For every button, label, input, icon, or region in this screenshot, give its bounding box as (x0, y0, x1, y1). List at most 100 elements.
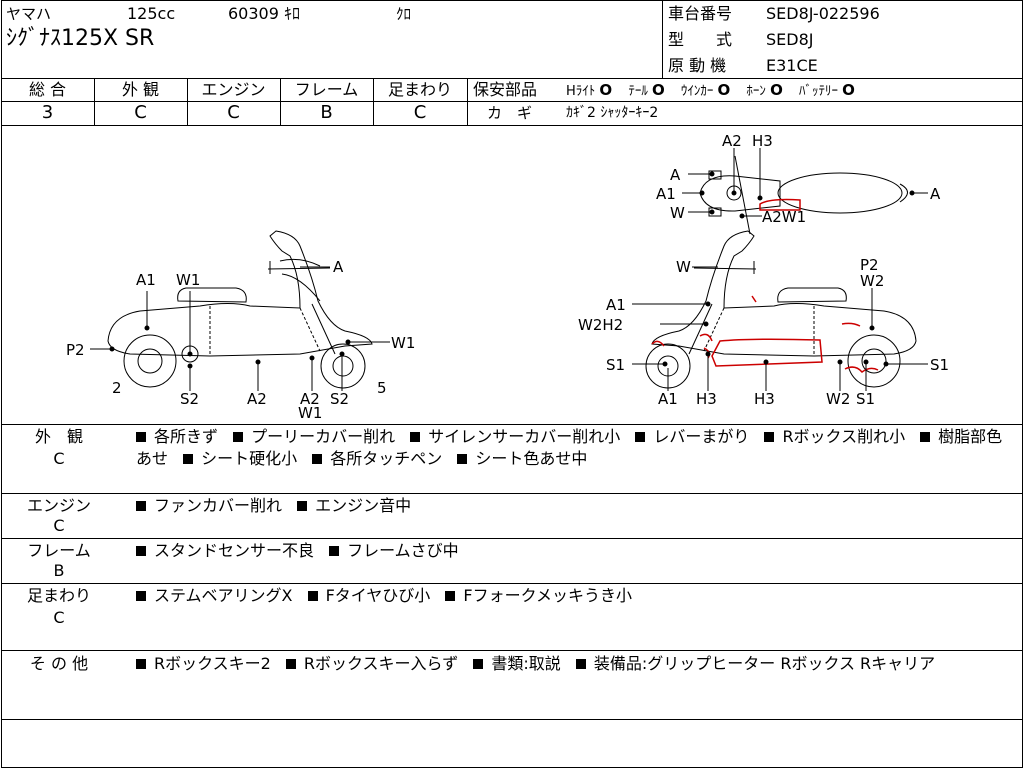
top-label-a2w1: A2W1 (762, 208, 806, 226)
right-label-p2: P2 (860, 256, 879, 274)
right-label-h3: H3 (696, 390, 717, 408)
winker-ok-mark: O (717, 81, 731, 99)
grade-suspension-value: C (413, 102, 427, 123)
grade-col-divider-2 (187, 78, 188, 125)
right-label-s1: S1 (606, 356, 625, 374)
left-side-scooter (107, 230, 373, 389)
top-label-w: W (670, 204, 685, 222)
right-label-w2-bottom: W2 (826, 390, 850, 408)
other-item: 装備品:グリップヒーター Rボックス Rキャリア (575, 654, 935, 673)
right-label-a1: A1 (606, 296, 626, 314)
top-view-damage (759, 198, 801, 211)
model-code-label: 型 式 (668, 30, 733, 49)
frame-item: スタンドセンサー不良 (136, 541, 314, 560)
grade-frame-label: フレーム (294, 80, 359, 99)
grade-top-line (1, 78, 1022, 79)
section-suspension-label: 足まわり (26, 586, 91, 605)
top-label-a2: A2 (722, 132, 742, 150)
grade-engine-label: エンジン (201, 80, 266, 99)
section-frame-grade: B (53, 561, 65, 580)
battery-ok-mark: O (842, 81, 855, 99)
top-label-a: A (670, 166, 681, 184)
grade-exterior-label: 外 観 (121, 80, 160, 99)
safety-item-tail: ﾃｰﾙ O (628, 81, 665, 99)
engine-item: エンジン音中 (297, 496, 411, 515)
suspension-item: Fフォークメッキうき小 (445, 586, 632, 605)
right-label-w: W (676, 258, 691, 276)
safety-label: 保安部品 (473, 80, 538, 99)
scooter-diagram: A A1 W1 P2 W1 2 S2 A2 A2 W1 S2 5 A2 H3 A… (66, 132, 949, 422)
exterior-item: 樹脂部色あせ (136, 427, 1003, 468)
color: ｸﾛ (396, 5, 412, 23)
frame-no-label: 車台番号 (668, 4, 733, 23)
left-label-w1-bottom: W1 (298, 404, 322, 422)
section-exterior-grade: C (53, 449, 65, 468)
right-label-w2: W2 (860, 272, 884, 290)
exterior-item: 各所きず (136, 427, 218, 446)
left-label-w1-front: W1 (391, 334, 415, 352)
exterior-item: サイレンサーカバー削れ小 (410, 427, 620, 446)
right-side-labels: W P2 W2 A1 W2H2 S1 S1 A1 H3 H3 W2 S1 (578, 256, 949, 408)
suspension-item: ステムベアリングX (136, 586, 292, 605)
grade-total-label: 総 合 (28, 80, 67, 99)
left-label-2: 2 (112, 379, 122, 397)
exterior-item: シート色あせ中 (457, 449, 587, 468)
section-engine-label: エンジン (26, 496, 91, 515)
right-label-h3-center: H3 (754, 390, 775, 408)
section-suspension-items: ステムベアリングX Fタイヤひび小 Fフォークメッキうき小 (136, 585, 1016, 607)
safety-mid-line (467, 101, 1022, 102)
engine-code: E31CE (766, 56, 818, 75)
grade-mid-line (1, 101, 467, 102)
other-item: Rボックスキー入らず (285, 654, 458, 673)
header-divider (662, 0, 663, 78)
safety-item-headlight: Hﾗｲﾄ O (566, 81, 613, 99)
other-item: 書類:取説 (473, 654, 561, 673)
top-view-labels: A2 H3 A A1 W A2W1 A (656, 132, 941, 226)
left-side-labels: A A1 W1 P2 W1 2 S2 A2 A2 W1 S2 5 (66, 258, 415, 422)
top-view-scooter (699, 155, 908, 235)
grade-col-divider-1 (94, 78, 95, 125)
section-suspension-grade: C (53, 608, 65, 627)
grade-total-value: 3 (41, 102, 54, 123)
right-label-a1-bottom: A1 (658, 390, 678, 408)
safety-item-horn: ﾎｰﾝ O (746, 81, 783, 99)
suspension-item: Fタイヤひび小 (307, 586, 430, 605)
section-engine-items: ファンカバー削れ エンジン音中 (136, 495, 1016, 517)
left-label-a2-front: A2 (300, 390, 320, 408)
right-label-s1-bottom: S1 (856, 390, 875, 408)
right-side-leaders (632, 266, 928, 391)
grade-frame-value: B (320, 102, 333, 123)
section-frame-items: スタンドセンサー不良 フレームさび中 (136, 540, 1016, 562)
left-label-a1: A1 (136, 271, 156, 289)
grade-engine-value: C (227, 102, 240, 123)
exterior-item: シート硬化小 (183, 449, 297, 468)
frame-item: フレームさび中 (329, 541, 459, 560)
safety-item-battery: ﾊﾞｯﾃﾘｰ O (798, 81, 855, 99)
displacement: 125cc (127, 4, 176, 23)
left-side-leaders (90, 266, 390, 391)
left-label-w1: W1 (176, 271, 200, 289)
section-divider-1 (1, 493, 1022, 494)
grade-col-divider-3 (280, 78, 281, 125)
left-label-5: 5 (377, 379, 387, 397)
engine-label: 原 動 機 (668, 56, 727, 75)
mileage: 60309 ｷﾛ (228, 4, 300, 23)
top-label-h3: H3 (752, 132, 773, 150)
engine-item: ファンカバー削れ (136, 496, 282, 515)
top-label-a-rear: A (930, 185, 941, 203)
grade-bottom-line (1, 125, 1022, 126)
tail-ok-mark: O (651, 81, 665, 99)
exterior-item: プーリーカバー削れ (233, 427, 395, 446)
exterior-item: Rボックス削れ小 (764, 427, 905, 446)
key-label: カ ギ (487, 104, 533, 122)
exterior-item: 各所タッチペン (312, 449, 442, 468)
other-item: Rボックスキー2 (136, 654, 271, 673)
right-side-scooter (645, 230, 917, 389)
section-divider-4 (1, 650, 1022, 651)
section-other-label: そ の 他 (29, 654, 89, 673)
maker: ヤマハ (6, 5, 52, 23)
frame-no: SED8J-022596 (766, 4, 880, 23)
left-label-s2-front: S2 (330, 390, 349, 408)
section-exterior-items: 各所きず プーリーカバー削れ サイレンサーカバー削れ小 レバーまがり Rボックス… (136, 426, 1016, 470)
section-exterior-label: 外 観 (34, 427, 83, 446)
